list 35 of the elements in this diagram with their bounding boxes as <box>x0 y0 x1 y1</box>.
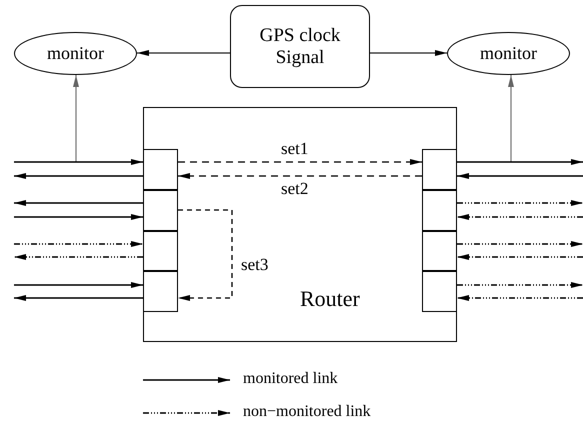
port-box <box>422 230 457 271</box>
link-arrow <box>457 214 583 220</box>
port-box <box>422 148 457 190</box>
set-arrow <box>178 173 422 179</box>
link-arrow <box>457 254 583 260</box>
link-arrow <box>14 173 143 179</box>
link-arrow <box>14 295 143 301</box>
port-box <box>142 190 178 231</box>
port-box <box>142 148 178 190</box>
legend-label: non−monitored link <box>243 403 371 421</box>
monitor-ellipse: monitor <box>14 32 137 75</box>
arrow <box>370 50 448 56</box>
link-arrow <box>457 200 583 206</box>
link-arrow <box>14 282 143 288</box>
link-arrow <box>457 241 583 247</box>
port-box <box>422 190 457 231</box>
set-arrow <box>178 209 233 301</box>
link-arrow <box>14 214 143 220</box>
link-arrow <box>14 200 143 206</box>
link-arrow <box>457 282 583 288</box>
link-arrow <box>14 254 143 260</box>
set-arrow <box>178 159 422 165</box>
link-arrow <box>457 159 583 165</box>
link-arrow <box>14 159 143 165</box>
arrow <box>136 50 230 56</box>
legend-label: monitored link <box>243 370 338 388</box>
port-box <box>142 270 178 312</box>
port-box <box>142 230 178 271</box>
port-box <box>422 270 457 312</box>
monitor-ellipse: monitor <box>447 32 570 75</box>
link-arrow <box>14 241 143 247</box>
link-arrow <box>457 173 583 179</box>
link-arrow <box>457 295 583 301</box>
router-label: Router <box>300 286 360 312</box>
clock-box: GPS clock Signal <box>230 5 370 88</box>
